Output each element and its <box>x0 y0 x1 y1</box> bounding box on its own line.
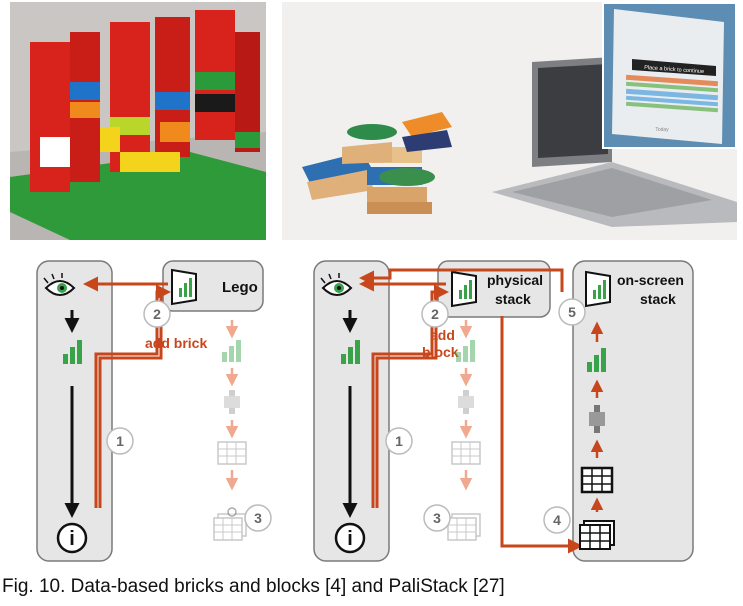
inset-footer-text: Today <box>655 127 669 133</box>
svg-text:3: 3 <box>433 510 441 526</box>
info-icon: i <box>56 522 88 554</box>
badge-2: 2 <box>143 300 171 328</box>
badge-1: 1 <box>385 427 413 455</box>
onscreen-stack-label-2: stack <box>640 291 676 307</box>
badge-2: 2 <box>421 300 449 328</box>
physical-stack-label-2: stack <box>495 291 531 307</box>
right-diagram: physical stack on-screen stack <box>313 260 694 562</box>
svg-text:1: 1 <box>395 433 403 449</box>
svg-text:5: 5 <box>568 304 576 320</box>
svg-text:i: i <box>69 528 75 550</box>
process-diagrams: Lego <box>36 260 694 562</box>
physical-display-icon <box>451 270 477 308</box>
data-bars-icon <box>341 340 360 364</box>
eye-icon <box>320 273 353 296</box>
badge-5: 5 <box>558 298 586 326</box>
badge-1: 1 <box>106 427 134 455</box>
onscreen-display-icon <box>585 270 611 308</box>
svg-text:2: 2 <box>431 306 439 322</box>
badge-4: 4 <box>543 506 571 534</box>
data-bars-icon <box>63 340 82 364</box>
svg-text:1: 1 <box>116 433 124 449</box>
add-block-label-2: block <box>422 344 459 360</box>
add-brick-label: add brick <box>145 335 207 351</box>
left-diagram: Lego <box>36 260 272 562</box>
badge-3: 3 <box>244 504 272 532</box>
add-block-label-1: add <box>430 327 455 343</box>
info-icon: i <box>334 522 366 554</box>
figure-caption: Fig. 10. Data-based bricks and blocks [4… <box>2 576 505 597</box>
svg-text:4: 4 <box>553 512 561 528</box>
eye-icon <box>43 273 76 296</box>
brick-display-icon <box>171 268 197 306</box>
badge-3: 3 <box>423 504 451 532</box>
left-pipeline <box>213 320 247 541</box>
tablet-inset-photo: Place a brick to continue Today <box>602 2 737 149</box>
svg-text:i: i <box>347 528 353 550</box>
onscreen-stack-label-1: on-screen <box>617 272 684 288</box>
lego-photo <box>10 2 266 240</box>
physical-pipeline <box>447 320 481 541</box>
physical-stack-label-1: physical <box>487 272 543 288</box>
svg-text:2: 2 <box>153 306 161 322</box>
inset-screen-text: Place a brick to continue <box>644 65 704 75</box>
user-panel-left <box>36 260 113 562</box>
onscreen-pipeline <box>579 321 615 550</box>
svg-text:3: 3 <box>254 510 262 526</box>
lego-label: Lego <box>222 279 258 296</box>
